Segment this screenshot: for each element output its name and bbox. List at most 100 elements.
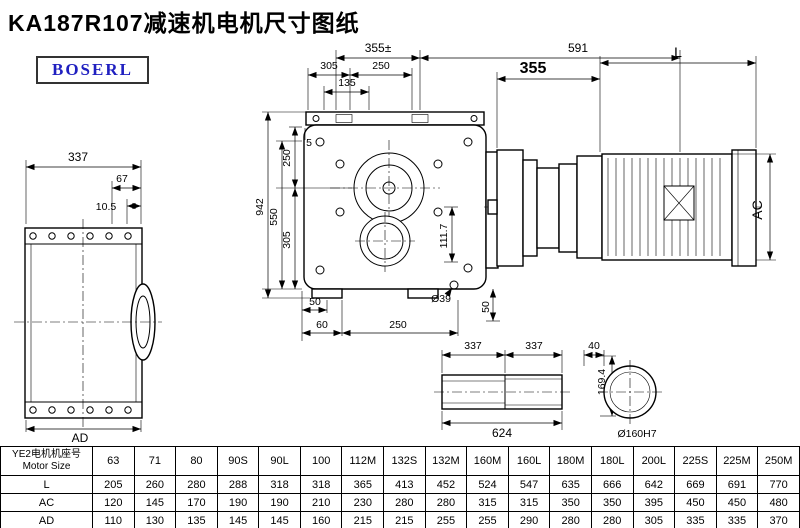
- dim-value-cell: 215: [383, 511, 426, 528]
- dim-value-cell: 190: [216, 493, 260, 512]
- dim-250-vert-label: 250: [281, 149, 293, 167]
- motor-size-col-180M: 180M: [549, 446, 592, 476]
- front-view-dims: 355± 591 305 250 135 250 305 550 942 5: [254, 41, 681, 341]
- dim-AD-label: AD: [72, 431, 89, 445]
- dim-value-cell: 547: [507, 475, 551, 494]
- dim-305-vert-label: 305: [281, 231, 293, 249]
- dim-591-label: 591: [568, 41, 588, 55]
- dim-value-cell: 280: [175, 475, 218, 494]
- dim-value-cell: 260: [133, 475, 177, 494]
- dim-value-cell: 145: [258, 511, 301, 528]
- dim-value-cell: 452: [424, 475, 468, 494]
- dim-value-cell: 335: [674, 511, 717, 528]
- dim-value-cell: 691: [715, 475, 759, 494]
- dim-value-cell: 350: [549, 493, 592, 512]
- motor-size-col-80: 80: [175, 446, 218, 476]
- fan-cowl: [731, 149, 757, 267]
- dim-160H7-label: Ø160H7: [617, 428, 656, 440]
- dim-value-cell: 635: [549, 475, 592, 494]
- dim-50-right-label: 50: [480, 301, 492, 313]
- table-corner-label: YE2电机机座号 Motor Size: [0, 446, 93, 476]
- dim-337-shaft-a-label: 337: [464, 340, 482, 352]
- motor-size-col-63: 63: [92, 446, 135, 476]
- dim-value-cell: 669: [674, 475, 717, 494]
- motor-size-col-250M: 250M: [757, 446, 800, 476]
- row-label-ad: AD: [0, 511, 93, 528]
- motor-size-col-160L: 160L: [507, 446, 551, 476]
- dim-value-cell: 145: [216, 511, 260, 528]
- dim-value-cell: 305: [632, 511, 676, 528]
- dim-624-label: 624: [492, 426, 512, 440]
- dim-67-label: 67: [116, 173, 128, 185]
- dim-39-label: Ø39: [431, 293, 451, 305]
- dim-value-cell: 160: [299, 511, 343, 528]
- dim-value-cell: 170: [175, 493, 218, 512]
- row-label-ac: AC: [0, 493, 93, 512]
- motor-size-col-90S: 90S: [216, 446, 260, 476]
- dim-value-cell: 450: [715, 493, 759, 512]
- dim-value-cell: 210: [299, 493, 343, 512]
- dim-250-bottom-label: 250: [389, 319, 407, 331]
- motor-size-col-200L: 200L: [632, 446, 676, 476]
- side-view: [14, 219, 162, 427]
- motor-size-col-225S: 225S: [674, 446, 717, 476]
- dim-40-label: 40: [588, 340, 600, 352]
- dim-value-cell: 413: [383, 475, 426, 494]
- dim-value-cell: 120: [92, 493, 135, 512]
- bore-section-view: Ø160H7: [598, 360, 662, 440]
- dim-305-top-label: 305: [320, 60, 338, 72]
- bolt-hole-39: [449, 280, 459, 290]
- dim-value-cell: 290: [507, 511, 551, 528]
- logo-box: BOSERL: [36, 56, 149, 84]
- motor-end-shield: [576, 155, 603, 259]
- dim-AC-label: AC: [749, 200, 765, 219]
- row-label-l: L: [0, 475, 93, 494]
- dim-111-7-label: 111.7: [438, 223, 450, 248]
- dim-value-cell: 666: [590, 475, 634, 494]
- motor-view-dims: L 355 AC: [496, 44, 776, 261]
- shaft-detail-view: [434, 374, 572, 410]
- dim-value-cell: 190: [258, 493, 301, 512]
- corner-label-cn: YE2电机机座号: [12, 448, 81, 460]
- dim-value-cell: 130: [133, 511, 177, 528]
- dim-value-cell: 280: [549, 511, 592, 528]
- top-mounting-plate: [305, 111, 485, 126]
- dim-value-cell: 395: [632, 493, 676, 512]
- dim-value-cell: 280: [383, 493, 426, 512]
- dim-60-label: 60: [316, 319, 328, 331]
- motor-size-col-90L: 90L: [258, 446, 301, 476]
- dim-L-label: L: [674, 44, 682, 60]
- corner-label-en: Motor Size: [22, 461, 71, 472]
- motor-size-col-112M: 112M: [341, 446, 385, 476]
- motor-size-col-160M: 160M: [466, 446, 509, 476]
- dim-value-cell: 315: [507, 493, 551, 512]
- dim-value-cell: 145: [133, 493, 177, 512]
- dim-value-cell: 215: [341, 511, 385, 528]
- dim-50-left-label: 50: [309, 296, 321, 308]
- motor-view: [484, 149, 762, 267]
- dim-value-cell: 255: [466, 511, 509, 528]
- dim-value-cell: 350: [590, 493, 634, 512]
- dim-value-cell: 135: [175, 511, 218, 528]
- dim-value-cell: 110: [92, 511, 135, 528]
- dim-337-shaft-b-label: 337: [525, 340, 543, 352]
- dim-value-cell: 280: [424, 493, 468, 512]
- front-view: [303, 111, 499, 299]
- dim-value-cell: 524: [466, 475, 509, 494]
- dim-value-cell: 315: [466, 493, 509, 512]
- dim-value-cell: 642: [632, 475, 676, 494]
- dim-value-cell: 770: [757, 475, 800, 494]
- brand-logo: BOSERL: [52, 60, 133, 79]
- dim-value-cell: 288: [216, 475, 260, 494]
- dim-550-label: 550: [268, 208, 280, 226]
- dim-value-cell: 365: [341, 475, 385, 494]
- side-view-dims: 337 67 10.5 AD: [25, 150, 142, 445]
- dim-250-top-label: 250: [372, 60, 390, 72]
- dim-942-label: 942: [254, 198, 266, 216]
- motor-size-col-132S: 132S: [383, 446, 426, 476]
- gearbox-profile: [496, 149, 524, 267]
